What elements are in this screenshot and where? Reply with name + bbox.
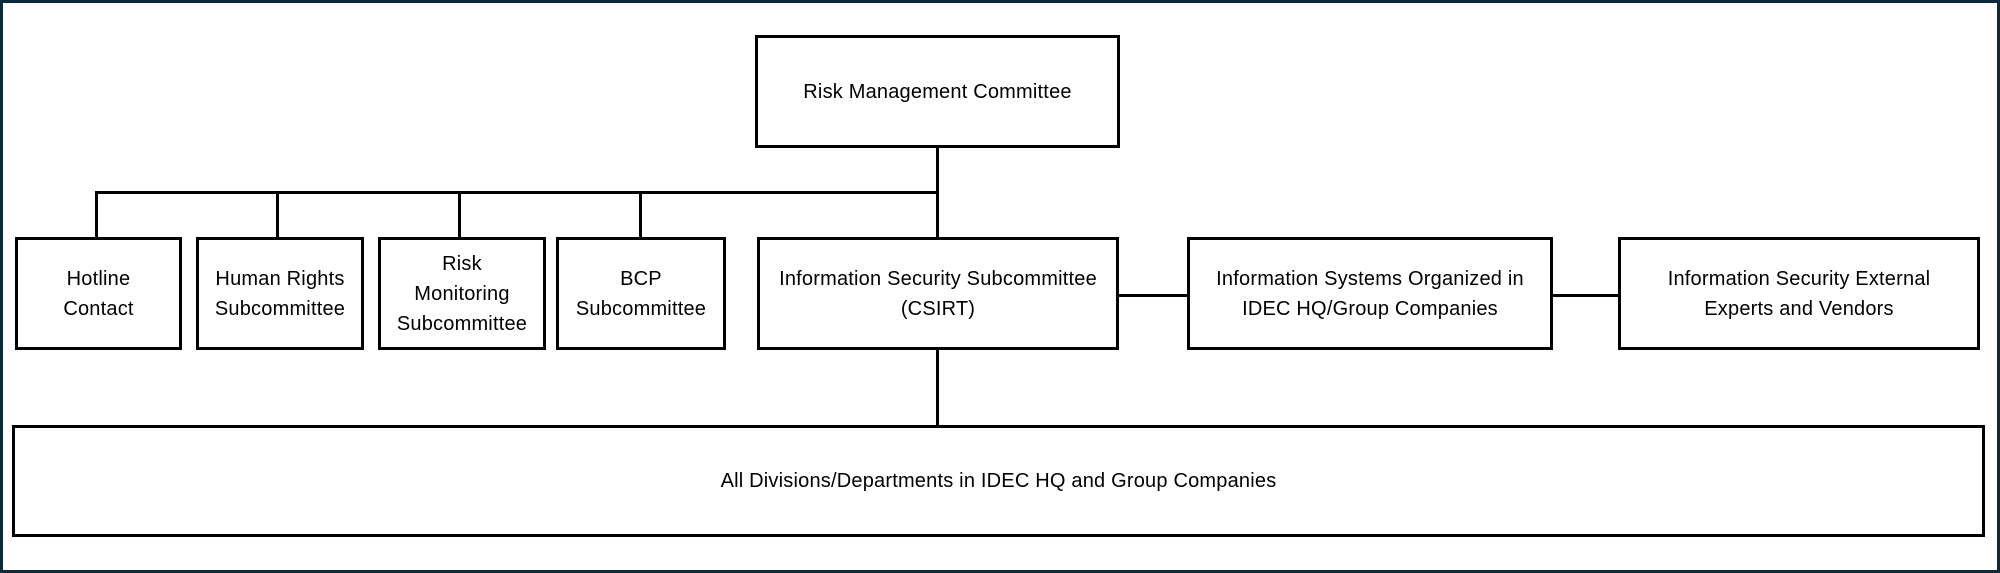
connector-stub-bcp [639, 191, 642, 237]
node-information-security-external-experts-label: Information Security External Experts an… [1667, 267, 1931, 320]
node-information-security-subcommittee-csirt: Information Security Subcommittee (CSIRT… [757, 237, 1119, 350]
node-hotline-contact-label: Hotline Contact [63, 267, 134, 320]
connector-stub-csirt [936, 191, 939, 237]
node-information-systems-organized: Information Systems Organized in IDEC HQ… [1187, 237, 1553, 350]
node-all-divisions-departments: All Divisions/Departments in IDEC HQ and… [12, 425, 1985, 537]
node-human-rights-subcommittee: Human Rights Subcommittee [196, 237, 364, 350]
node-human-rights-subcommittee-label: Human Rights Subcommittee [214, 267, 346, 320]
node-information-systems-organized-label: Information Systems Organized in IDEC HQ… [1216, 267, 1524, 320]
connector-stub-risk-monitoring [458, 191, 461, 237]
connector-csirt-all-divisions [936, 348, 939, 425]
node-bcp-subcommittee-label: BCP Subcommittee [575, 267, 707, 320]
node-risk-management-committee-label: Risk Management Committee [803, 80, 1072, 103]
node-hotline-contact: Hotline Contact [15, 237, 182, 350]
node-risk-monitoring-subcommittee-label: Risk Monitoring Subcommittee [396, 252, 528, 335]
node-risk-management-committee: Risk Management Committee [755, 35, 1120, 148]
connector-stub-hotline [95, 191, 98, 237]
connector-distribution-horizontal [95, 191, 939, 194]
node-information-security-external-experts: Information Security External Experts an… [1618, 237, 1980, 350]
connector-root-down [936, 146, 939, 194]
node-all-divisions-departments-label: All Divisions/Departments in IDEC HQ and… [720, 470, 1277, 492]
connector-stub-human-rights [276, 191, 279, 237]
node-information-security-subcommittee-csirt-label: Information Security Subcommittee (CSIRT… [779, 267, 1097, 320]
node-bcp-subcommittee: BCP Subcommittee [556, 237, 726, 350]
node-risk-monitoring-subcommittee: Risk Monitoring Subcommittee [378, 237, 546, 350]
connector-info-systems-external [1553, 294, 1618, 297]
connector-csirt-info-systems [1119, 294, 1187, 297]
